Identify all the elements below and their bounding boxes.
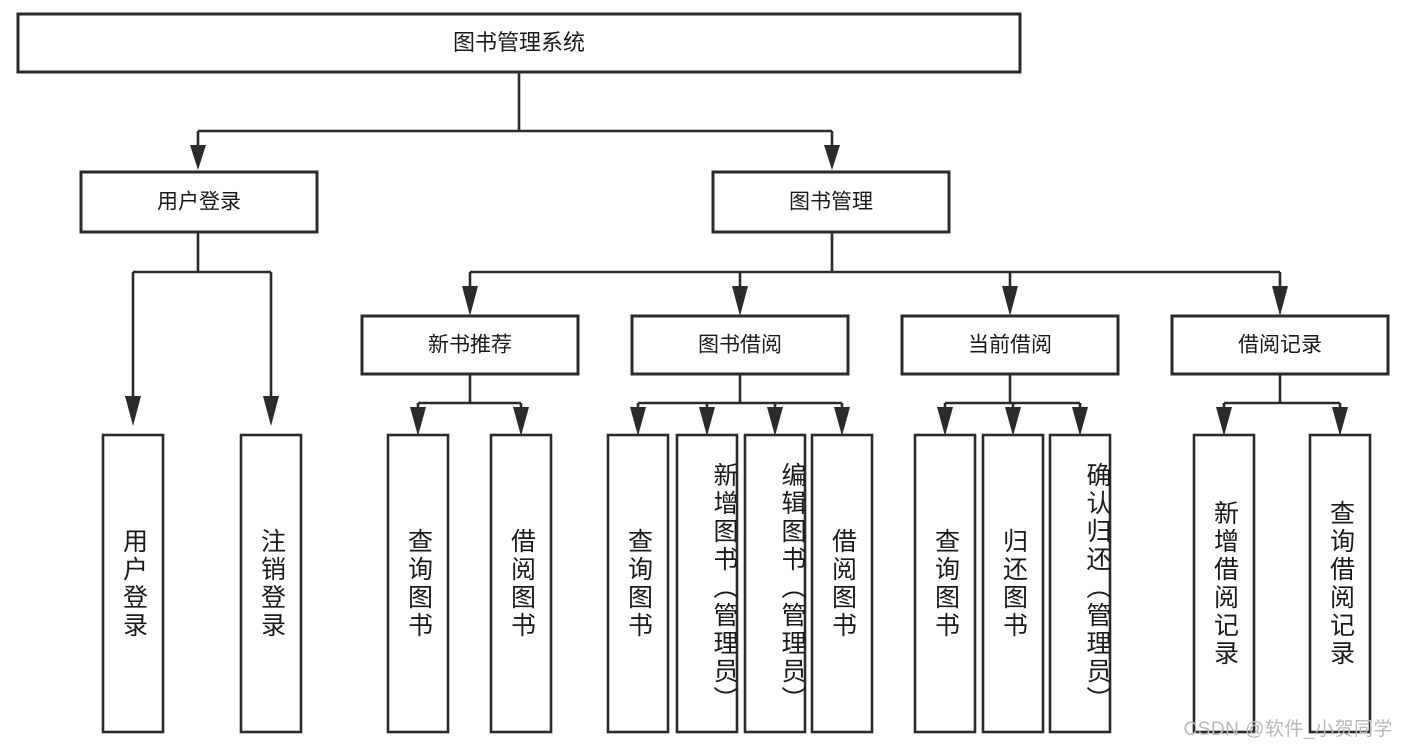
arrow-head-leaf-user-login [125,396,141,426]
node-current-borrow-box[interactable] [900,314,1120,376]
node-leaf-confirm-return-box[interactable] [1048,433,1112,734]
node-book-borrow[interactable]: 图书借阅 [630,314,850,376]
node-leaf-add-book-box[interactable] [675,433,739,734]
node-book-management[interactable]: 图书管理 [711,170,951,234]
node-leaf-query-book-1-box[interactable] [386,433,450,734]
node-current-borrow-label: 当前借阅 [968,334,1052,357]
arrow-head-leaf-query-book-2 [630,407,646,436]
node-leaf-query-book-3-box[interactable] [913,433,977,734]
arrow-head-leaf-add-record [1216,407,1232,436]
connector-layer [125,72,1348,436]
arrow-head-leaf-user-logout [263,396,279,426]
node-book-management-box[interactable] [711,170,951,234]
arrow-head-leaf-query-book-3 [937,407,953,436]
arrow-head-user-login [190,145,206,170]
node-leaf-query-record-box[interactable] [1308,433,1372,734]
arrow-head-leaf-add-book [699,407,715,436]
node-root-box[interactable] [16,12,1022,74]
arrow-head-leaf-query-book-1 [410,407,426,436]
node-user-login-box[interactable] [79,170,319,234]
arrow-head-current-borrow [1002,286,1018,316]
node-new-book-recommend[interactable]: 新书推荐 [360,314,580,376]
node-leaf-borrow-book-1-box[interactable] [489,433,553,734]
node-leaf-user-logout-box[interactable] [239,433,303,734]
node-new-book-recommend-label: 新书推荐 [428,334,512,357]
arrow-head-leaf-edit-book [767,407,783,436]
node-root[interactable]: 图书管理系统 [16,12,1022,74]
node-leaf-add-record-box[interactable] [1192,433,1256,734]
node-new-book-recommend-box[interactable] [360,314,580,376]
node-borrow-record-label: 借阅记录 [1238,334,1322,357]
node-borrow-record-box[interactable] [1170,314,1390,376]
node-borrow-record[interactable]: 借阅记录 [1170,314,1390,376]
node-book-borrow-label: 图书借阅 [698,334,782,357]
arrow-head-leaf-return-book [1005,407,1021,436]
node-book-borrow-box[interactable] [630,314,850,376]
node-root-label: 图书管理系统 [453,30,585,55]
node-leaf-edit-book-box[interactable] [743,433,807,734]
arrow-head-borrow-record [1272,286,1288,316]
arrow-head-leaf-borrow-book-2 [834,407,850,436]
node-user-login-label: 用户登录 [157,191,241,214]
arrow-head-new-book-recommend [462,286,478,316]
node-user-login[interactable]: 用户登录 [79,170,319,234]
leaf-box-layer [101,433,1372,734]
node-leaf-return-book-box[interactable] [981,433,1045,734]
arrow-head-book-borrow [732,286,748,316]
node-leaf-user-login-box[interactable] [101,433,165,734]
node-leaf-query-book-2-box[interactable] [606,433,670,734]
node-leaf-borrow-book-2-box[interactable] [810,433,874,734]
node-book-management-label: 图书管理 [789,191,873,214]
arrow-head-leaf-confirm-return [1072,407,1088,436]
arrow-head-leaf-borrow-book-1 [513,407,529,436]
node-current-borrow[interactable]: 当前借阅 [900,314,1120,376]
arrow-head-leaf-query-record [1332,407,1348,436]
csdn-watermark: CSDN @软件_小贺同学 [1183,719,1393,740]
arrow-head-book-management [824,145,840,170]
